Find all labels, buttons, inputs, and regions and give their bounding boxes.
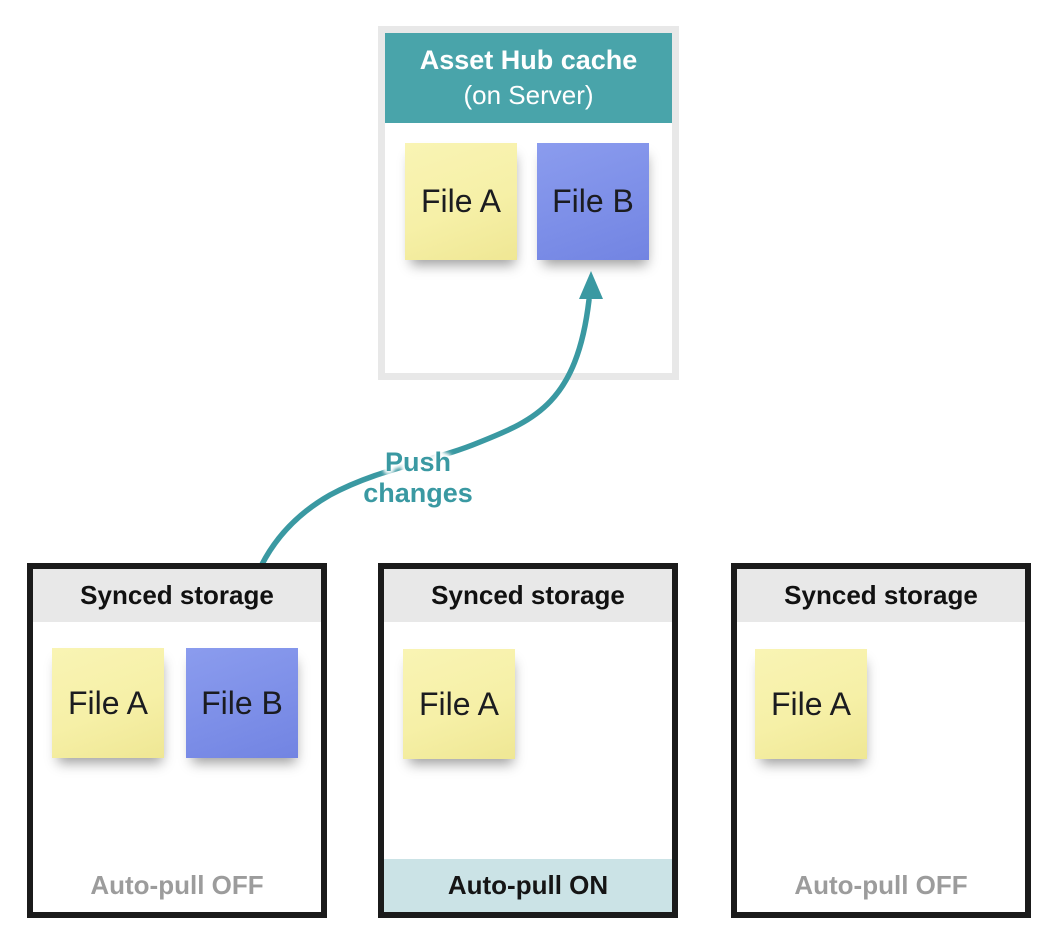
asset-hub-cache-title: Asset Hub cache: [419, 45, 638, 75]
cache-file-b-label: File B: [552, 183, 634, 219]
storage-2-file-a-note: File A: [403, 649, 515, 759]
cache-file-a-label: File A: [420, 183, 502, 219]
storage-box-1: Synced storage File A File B Auto-pull O…: [27, 563, 327, 918]
cache-file-a-note: File A: [405, 143, 517, 260]
storage-box-3-title: Synced storage: [737, 569, 1025, 622]
storage-3-file-a-note: File A: [755, 649, 867, 759]
asset-hub-cache-box: Asset Hub cache (on Server) File A File …: [378, 26, 679, 380]
storage-box-1-title: Synced storage: [33, 569, 321, 622]
cache-file-b-note: File B: [537, 143, 649, 260]
storage-1-file-a-label: File A: [67, 684, 149, 721]
storage-2-auto-pull-status: Auto-pull ON: [384, 859, 672, 912]
storage-1-auto-pull-status: Auto-pull OFF: [90, 870, 264, 900]
storage-1-file-b-note: File B: [186, 648, 298, 758]
asset-hub-cache-header: Asset Hub cache (on Server): [385, 33, 672, 123]
storage-box-2-title: Synced storage: [384, 569, 672, 622]
storage-1-file-a-note: File A: [52, 648, 164, 758]
storage-1-file-b-label: File B: [201, 684, 283, 721]
storage-2-file-a-label: File A: [418, 685, 500, 722]
asset-hub-cache-subtitle: (on Server): [463, 80, 594, 110]
storage-3-auto-pull-status: Auto-pull OFF: [794, 870, 968, 900]
push-arrow-label: Push changes: [363, 447, 473, 508]
storage-3-file-a-label: File A: [770, 685, 852, 722]
storage-box-3: Synced storage File A Auto-pull OFF: [731, 563, 1031, 918]
storage-box-2: Synced storage File A Auto-pull ON: [378, 563, 678, 918]
